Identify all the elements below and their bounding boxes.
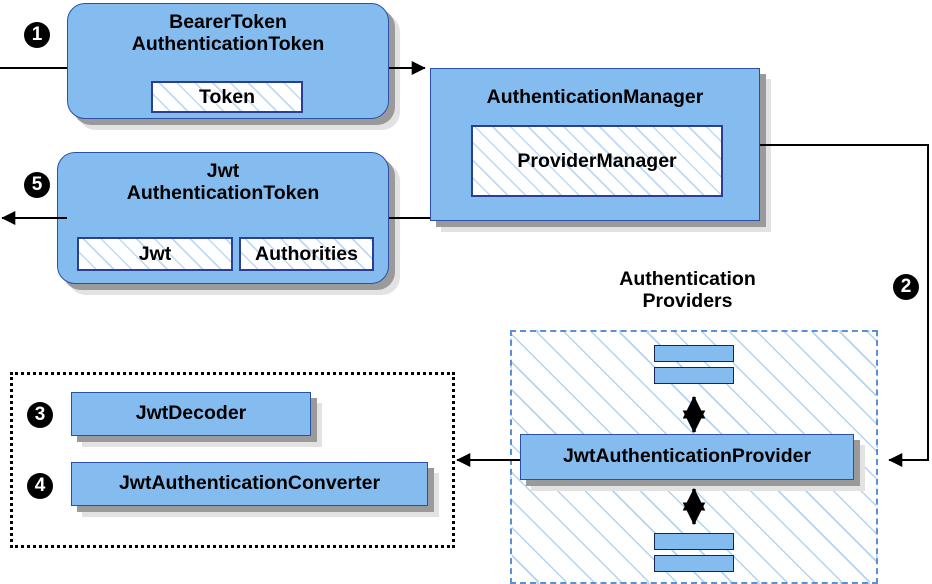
slot-token: Token [151, 81, 303, 113]
slot-jwt: Jwt [77, 237, 233, 271]
box-jwt-authentication-provider[interactable]: JwtAuthenticationProvider [520, 434, 854, 480]
authentication-providers-label: Authentication Providers [619, 268, 756, 313]
card-bearer-token-title: BearerToken AuthenticationToken [131, 11, 325, 55]
provider-stack-bar-top-2 [654, 367, 734, 384]
badge-step-1: 1 [24, 22, 50, 48]
box-authentication-manager[interactable]: AuthenticationManager ProviderManager [430, 68, 760, 221]
box-jwt-authentication-converter[interactable]: JwtAuthenticationConverter [71, 462, 428, 506]
provider-stack-bar-top-1 [654, 345, 734, 362]
card-bearer-token-authentication-token[interactable]: BearerToken AuthenticationToken Token [67, 3, 389, 119]
badge-step-2: 2 [893, 274, 919, 300]
authentication-manager-title: AuthenticationManager [486, 86, 704, 108]
jwt-authentication-converter-title: JwtAuthenticationConverter [118, 472, 381, 494]
badge-step-3: 3 [27, 402, 53, 428]
box-jwt-decoder[interactable]: JwtDecoder [71, 392, 311, 436]
provider-stack-bar-bottom-1 [654, 533, 734, 550]
badge-step-5: 5 [24, 172, 50, 198]
jwt-decoder-title: JwtDecoder [135, 402, 247, 424]
slot-authorities: Authorities [239, 237, 374, 271]
jwt-authentication-provider-title: JwtAuthenticationProvider [562, 445, 812, 467]
provider-stack-bar-bottom-2 [654, 555, 734, 572]
badge-step-4: 4 [27, 473, 53, 499]
region-jwt-support [10, 372, 455, 548]
card-jwt-token-title: Jwt AuthenticationToken [126, 160, 320, 204]
card-jwt-authentication-token[interactable]: Jwt AuthenticationToken Jwt Authorities [57, 152, 389, 284]
slot-provider-manager: ProviderManager [471, 125, 723, 197]
